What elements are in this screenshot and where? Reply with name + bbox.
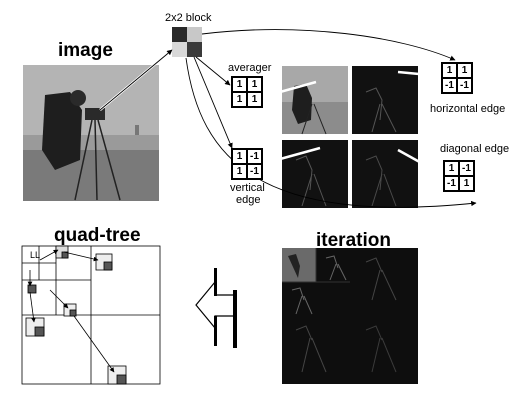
- two-by-two-block: [172, 27, 202, 57]
- kernel-cell: -1: [457, 78, 472, 93]
- block-label: 2x2 block: [165, 12, 212, 24]
- horizontal-kernel: 1 1 -1 -1: [441, 62, 473, 94]
- quad-tree-arrows: [27, 249, 115, 373]
- horizontal-edge-label: horizontal edge: [430, 103, 506, 115]
- ll-label: LL: [30, 250, 41, 260]
- cameraman-image: [23, 65, 159, 201]
- kernel-cell: -1: [247, 164, 262, 179]
- averager-label: averager: [228, 62, 272, 74]
- kernel-cell: 1: [459, 176, 474, 191]
- diagonal-kernel: 1 -1 -1 1: [443, 160, 475, 192]
- vertical-edge-label: vertical edge: [230, 182, 265, 206]
- kernel-cell: 1: [232, 164, 247, 179]
- quadtree-title: quad-tree: [54, 225, 141, 246]
- subband-horizontal-image: [352, 66, 418, 134]
- image-title: image: [58, 40, 113, 61]
- kernel-cell: 1: [232, 92, 247, 107]
- iteration-title: iteration: [316, 230, 391, 251]
- kernel-cell: 1: [232, 149, 247, 164]
- vertical-kernel: 1 -1 1 -1: [231, 148, 263, 180]
- iteration-to-quadtree-arrow: [195, 268, 237, 348]
- iteration-image: [282, 248, 418, 384]
- kernel-cell: -1: [444, 176, 459, 191]
- subband-diagonal-image: [352, 140, 418, 208]
- kernel-cell: -1: [442, 78, 457, 93]
- kernel-cell: 1: [232, 77, 247, 92]
- diagonal-edge-label: diagonal edge: [440, 143, 510, 155]
- vertical-edge-label-line2: edge: [236, 194, 261, 206]
- kernel-cell: -1: [459, 161, 474, 176]
- kernel-cell: 1: [444, 161, 459, 176]
- kernel-cell: 1: [247, 77, 262, 92]
- quad-tree-grid: [21, 245, 161, 385]
- connector-arrows: [99, 29, 477, 208]
- kernel-cell: 1: [442, 63, 457, 78]
- kernel-cell: 1: [457, 63, 472, 78]
- kernel-cell: -1: [247, 149, 262, 164]
- kernel-cell: 1: [247, 92, 262, 107]
- subband-averager-image: [282, 66, 348, 135]
- vertical-edge-label-line1: vertical: [230, 182, 265, 194]
- subband-vertical-image: [282, 140, 348, 208]
- averager-kernel: 1 1 1 1: [231, 76, 263, 108]
